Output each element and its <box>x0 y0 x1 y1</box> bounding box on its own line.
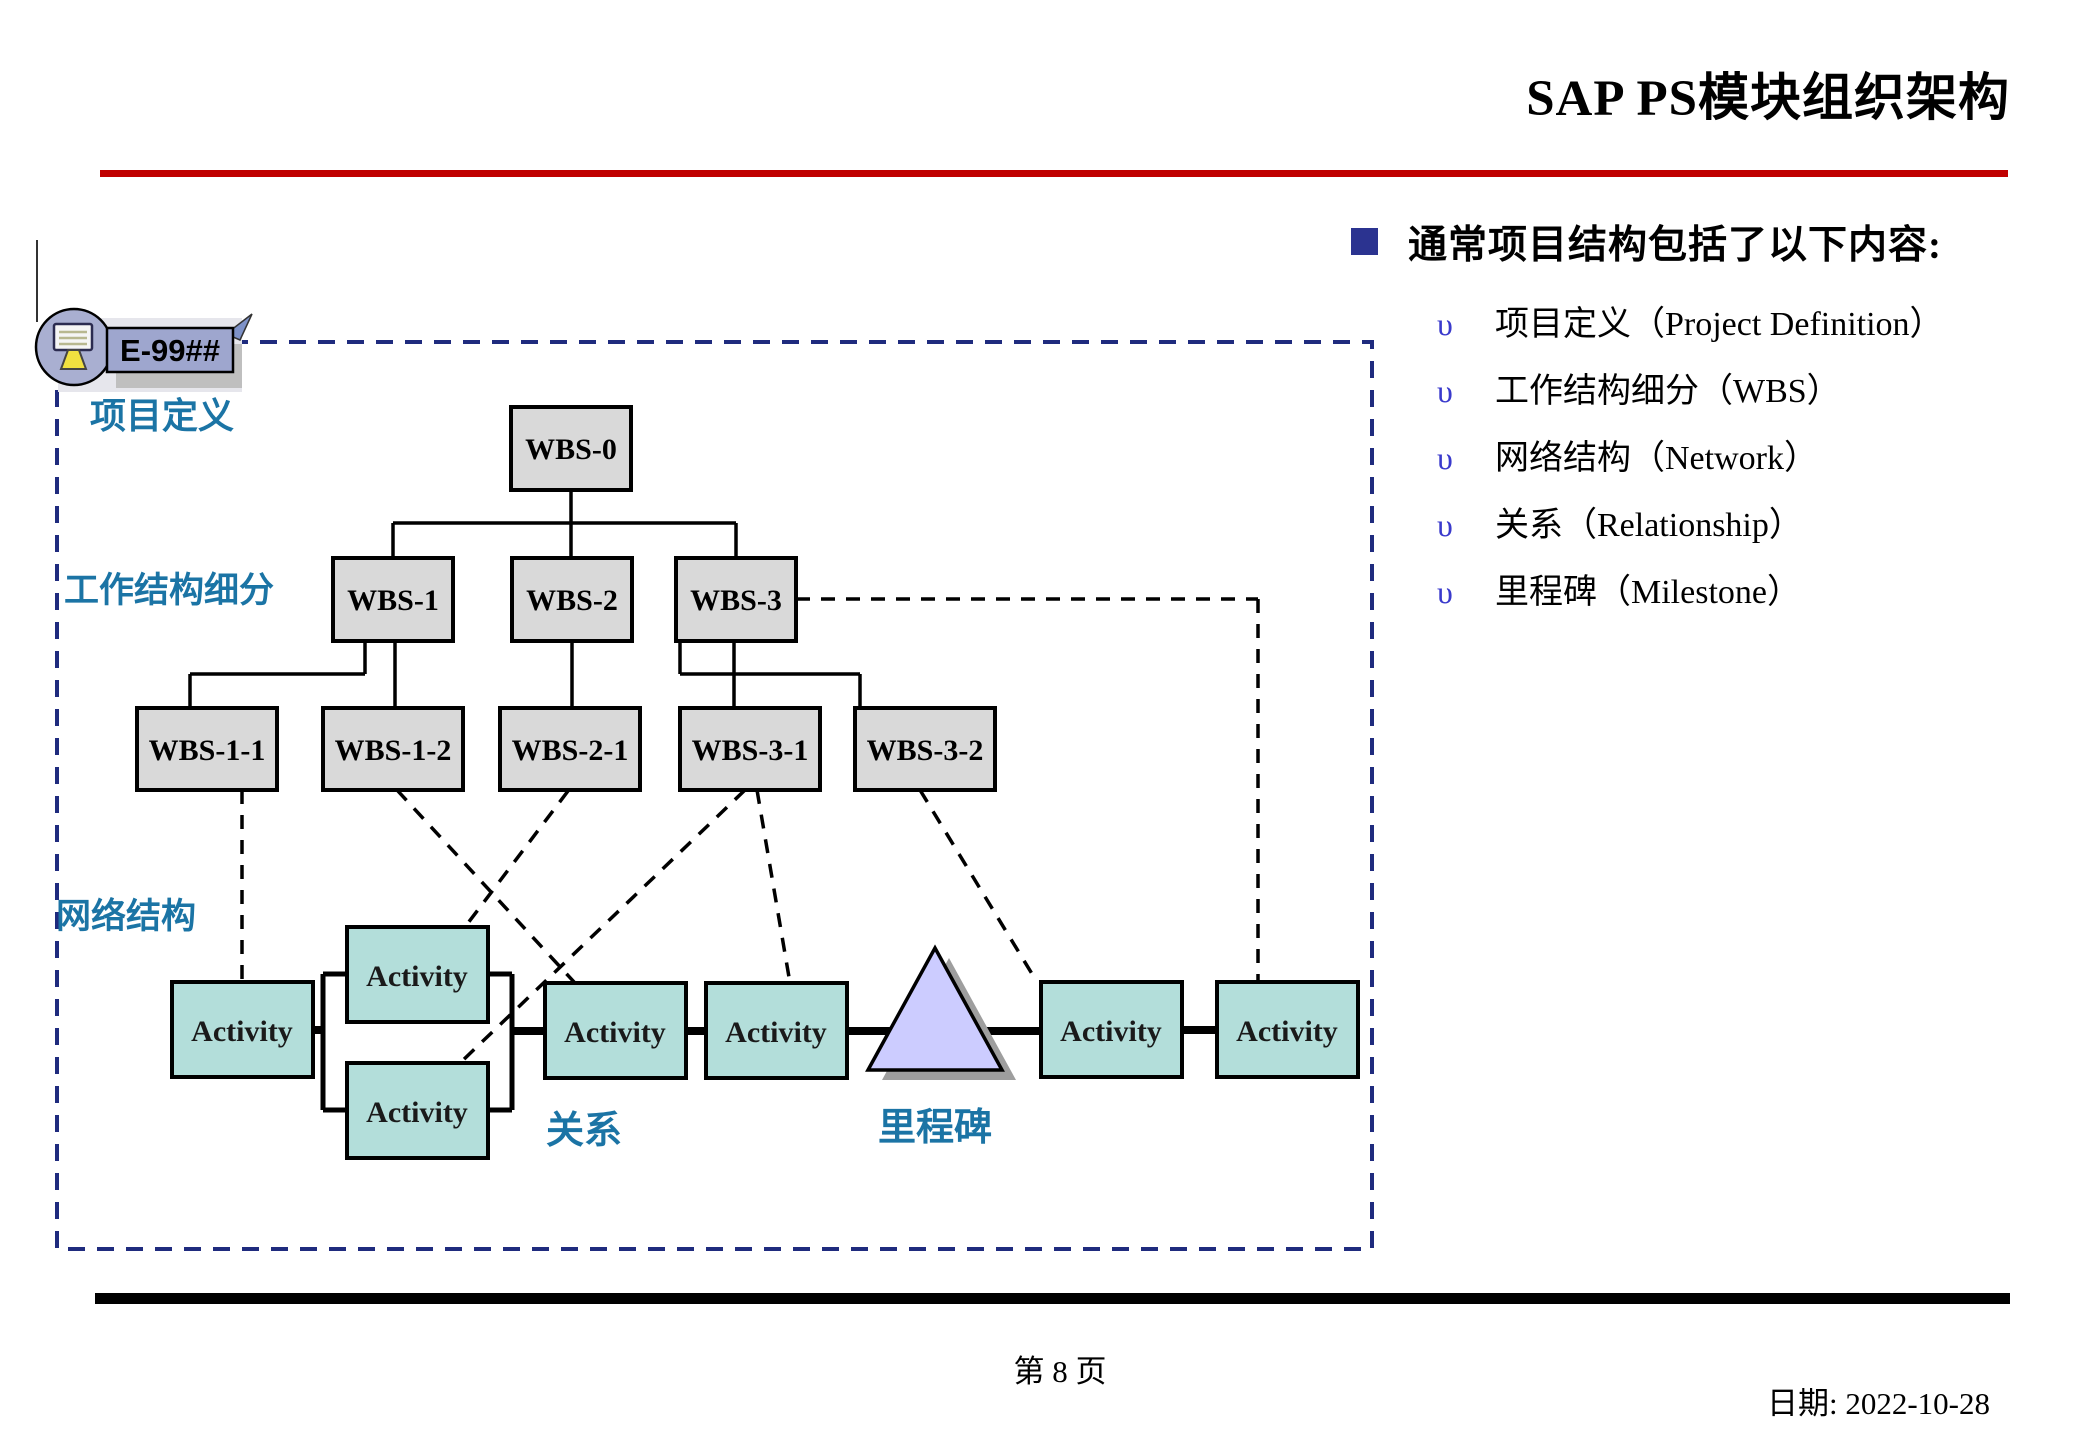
activity-node: Activity <box>1039 980 1184 1079</box>
wbs-node-label: WBS-0 <box>525 433 617 466</box>
bullet-marker-icon: υ <box>1437 306 1453 342</box>
label-project-definition: 项目定义 <box>90 396 234 436</box>
label-relationship: 关系 <box>546 1110 622 1152</box>
footer-rule <box>95 1293 2010 1304</box>
activity-node: Activity <box>345 1061 490 1160</box>
activity-label: Activity <box>1236 1015 1338 1048</box>
wbs-node-wbs-3-1: WBS-3-1 <box>678 706 822 792</box>
bullets-heading: 通常项目结构包括了以下内容: <box>1408 224 1942 267</box>
tree-connector-lines <box>188 490 862 708</box>
badge-label: E-99## <box>120 333 220 368</box>
signboard-icon <box>52 322 94 370</box>
label-milestone: 里程碑 <box>878 1107 992 1149</box>
wbs-node-wbs-2: WBS-2 <box>510 556 634 643</box>
list-item: υ 网络结构（Network） <box>1437 430 1818 479</box>
bullet-item-text: 工作结构细分（WBS） <box>1495 373 1841 410</box>
badge-label-box <box>105 326 235 374</box>
activity-label: Activity <box>366 960 468 993</box>
activity-label: Activity <box>366 1096 468 1129</box>
heading-bullet-square <box>1351 228 1378 255</box>
wbs-node-label: WBS-3-1 <box>692 734 809 767</box>
activity-node: Activity <box>170 980 315 1079</box>
project-definition-badge: E-99## <box>34 240 253 392</box>
wbs-node-wbs-3: WBS-3 <box>674 556 798 643</box>
activity-node: Activity <box>345 925 490 1024</box>
list-item: υ 工作结构细分（WBS） <box>1437 363 1841 412</box>
wbs-node-label: WBS-1-1 <box>149 734 266 767</box>
bullet-marker-icon: υ <box>1437 574 1453 610</box>
bullet-marker-icon: υ <box>1437 373 1453 409</box>
wbs-node-label: WBS-3-2 <box>867 734 984 767</box>
list-item: υ 关系（Relationship） <box>1437 497 1803 546</box>
activity-node: Activity <box>1215 980 1360 1079</box>
activity-node: Activity <box>543 981 688 1080</box>
wbs-node-label: WBS-1-2 <box>335 734 452 767</box>
wbs-node-wbs-3-2: WBS-3-2 <box>853 706 997 792</box>
list-item: υ 项目定义（Project Definition） <box>1437 296 1944 345</box>
wbs-node-wbs-1-2: WBS-1-2 <box>321 706 465 792</box>
wbs-node-label: WBS-2 <box>526 584 618 617</box>
wbs-node-label: WBS-2-1 <box>512 734 629 767</box>
activity-label: Activity <box>1060 1015 1162 1048</box>
wbs-node-label: WBS-1 <box>347 584 439 617</box>
date-label: 日期: 2022-10-28 <box>1766 1386 1990 1421</box>
bullet-item-text: 关系（Relationship） <box>1495 507 1803 544</box>
milestone-triangle-icon <box>865 944 1016 1080</box>
page-number: 第 8 页 <box>1013 1354 1107 1389</box>
activity-node: Activity <box>704 981 849 1080</box>
bullet-marker-icon: υ <box>1437 440 1453 476</box>
bullet-marker-icon: υ <box>1437 507 1453 543</box>
activity-label: Activity <box>564 1016 666 1049</box>
label-wbs-breakdown: 工作结构细分 <box>64 571 274 610</box>
bullet-item-text: 网络结构（Network） <box>1495 440 1818 477</box>
parallel-bracket-lines <box>320 971 515 1113</box>
bullet-item-text: 项目定义（Project Definition） <box>1495 306 1944 343</box>
diagram-dashed-frame <box>55 340 1374 1251</box>
page-title: SAP PS模块组织架构 <box>1526 71 2010 127</box>
activity-label: Activity <box>191 1015 293 1048</box>
wbs-node-wbs-2-1: WBS-2-1 <box>498 706 642 792</box>
bullet-item-text: 里程碑（Milestone） <box>1495 574 1801 611</box>
wbs-node-label: WBS-3 <box>690 584 782 617</box>
wbs-node-wbs-1: WBS-1 <box>331 556 455 643</box>
activity-label: Activity <box>725 1016 827 1049</box>
wbs-node-wbs-0: WBS-0 <box>509 405 633 492</box>
wbs-node-wbs-1-1: WBS-1-1 <box>135 706 279 792</box>
title-underline-rule <box>100 170 2008 177</box>
dashed-assignment-lines <box>240 597 1260 1065</box>
list-item: υ 里程碑（Milestone） <box>1437 564 1801 613</box>
label-network: 网络结构 <box>56 896 196 936</box>
network-connector-lines <box>313 1026 1217 1035</box>
